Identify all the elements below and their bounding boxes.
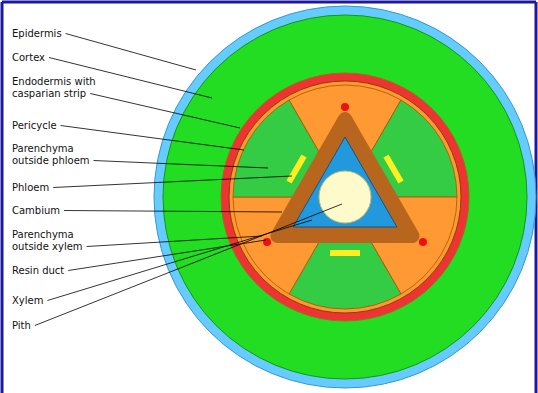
part-label: Endodermis with casparian strip	[12, 76, 104, 100]
phloem	[330, 250, 360, 256]
leader-line	[94, 161, 268, 169]
part-label: Phloem	[12, 182, 104, 194]
cambium	[277, 119, 412, 236]
pericycle	[229, 81, 461, 313]
part-label: Parenchyma outside xylem	[12, 229, 104, 253]
leader-line	[68, 240, 266, 271]
part-label: Pericycle	[12, 120, 104, 132]
part-label: Cambium	[12, 205, 104, 217]
part-label: Pith	[12, 320, 104, 332]
part-label: Parenchyma outside phloem	[12, 143, 104, 167]
resin-duct	[419, 238, 427, 246]
cortex	[163, 15, 527, 379]
vascular-cylinder	[233, 85, 457, 309]
phloem	[289, 156, 304, 182]
pith	[319, 171, 371, 223]
leader-line	[47, 220, 312, 301]
epidermis	[154, 6, 536, 388]
resin-duct	[341, 103, 349, 111]
frame-line	[2, 1, 536, 4]
part-label: Epidermis	[12, 28, 104, 40]
phloem	[386, 156, 401, 182]
leader-line	[64, 211, 282, 213]
leader-line	[53, 176, 292, 188]
leader-line	[61, 126, 244, 151]
resin-duct	[263, 238, 271, 246]
frame-line	[1, 2, 4, 393]
part-label: Cortex	[12, 52, 104, 64]
leader-line	[90, 94, 240, 129]
endodermis	[221, 73, 469, 321]
leader-line	[35, 204, 342, 326]
part-label: Resin duct	[12, 265, 104, 277]
part-label: Xylem	[12, 295, 104, 307]
xylem	[293, 137, 397, 227]
leader-line	[66, 34, 196, 71]
